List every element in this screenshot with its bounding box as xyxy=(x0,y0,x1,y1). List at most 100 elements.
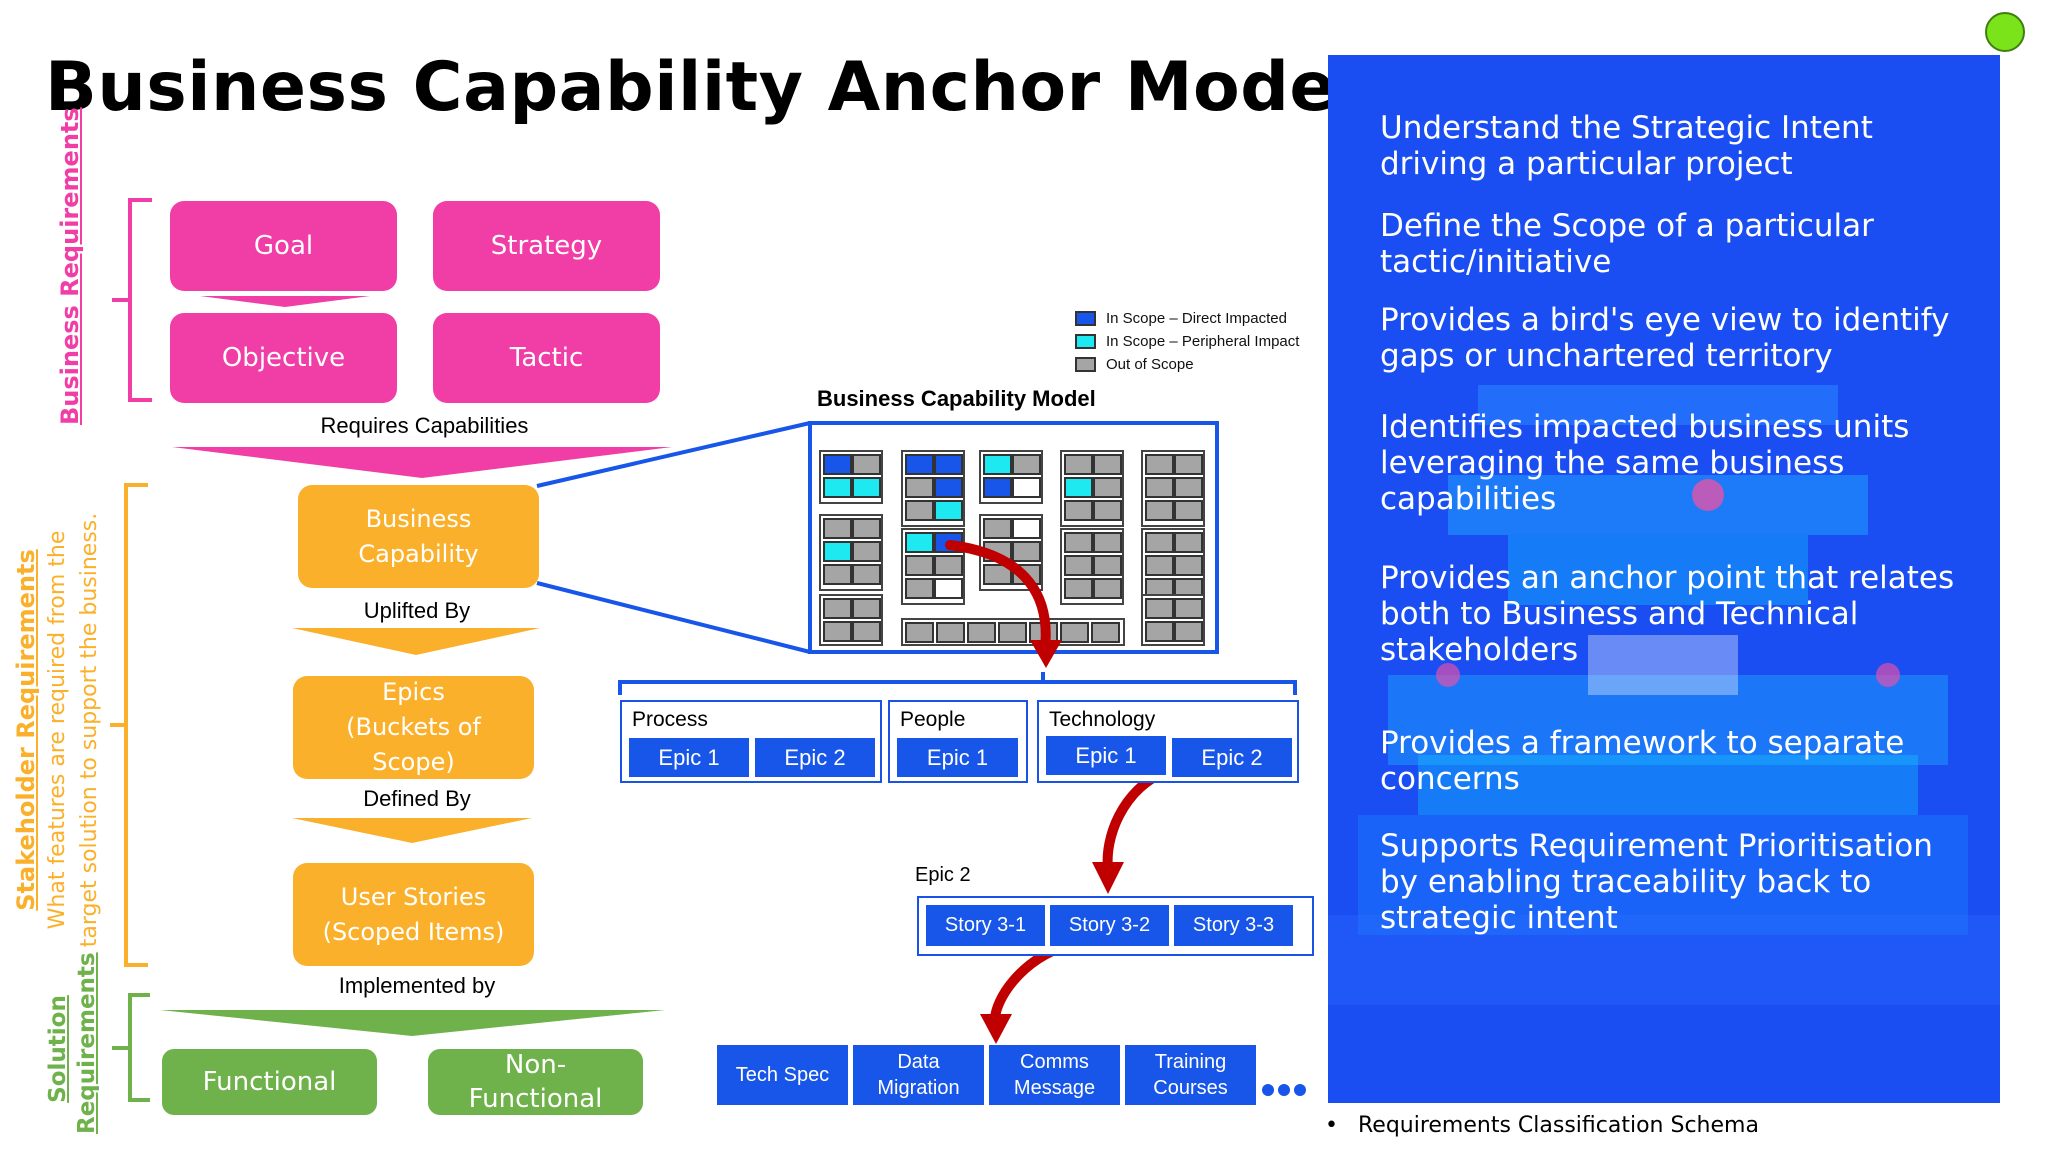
panel-item-4: Identifies impacted business units lever… xyxy=(1380,409,1910,517)
legend: In Scope – Direct Impacted In Scope – Pe… xyxy=(1075,307,1299,376)
bcm-cell xyxy=(983,454,1012,475)
bcm-cell xyxy=(1093,555,1122,576)
bcm-cell xyxy=(934,578,963,599)
more-icon xyxy=(1262,1084,1306,1096)
technology-epic-1[interactable]: Epic 1 xyxy=(1046,736,1166,775)
bcm-cell xyxy=(1012,454,1041,475)
defined-by-label: Defined By xyxy=(363,786,471,811)
panel-item-7: Supports Requirement Prioritisation by e… xyxy=(1380,828,1933,936)
footnote: •Requirements Classification Schema xyxy=(1325,1113,1759,1138)
bcm-cell xyxy=(905,500,934,521)
bcm-cell xyxy=(1145,621,1174,642)
non-functional-box: Non- Functional xyxy=(428,1049,643,1115)
bcm-cell xyxy=(1093,454,1122,475)
uplifted-arrow xyxy=(292,628,540,655)
data-migration-item[interactable]: Data Migration xyxy=(853,1045,984,1105)
bcm-cell xyxy=(1012,541,1041,562)
page-title: Business Capability Anchor Model xyxy=(45,48,1360,127)
stakeholder-desc-2: target solution to support the business. xyxy=(77,512,102,948)
process-epic-1[interactable]: Epic 1 xyxy=(629,738,749,777)
bcm-cell xyxy=(934,454,963,475)
panel-item-3: Provides a bird's eye view to identify g… xyxy=(1380,302,1950,374)
bcm-cell xyxy=(1174,500,1203,521)
tech-spec-item[interactable]: Tech Spec xyxy=(717,1045,848,1105)
zoom-line-bottom xyxy=(536,581,811,654)
bcm-cell xyxy=(1060,622,1089,643)
objective-box: Objective xyxy=(170,313,397,403)
bcm-cell xyxy=(983,564,1012,585)
bcm-cell xyxy=(905,578,934,599)
bcm-cell xyxy=(1145,477,1174,498)
bcm-cell xyxy=(852,541,881,562)
story-3-2[interactable]: Story 3-2 xyxy=(1050,905,1169,946)
technology-title: Technology xyxy=(1049,708,1156,731)
bcm-cell xyxy=(1174,598,1203,619)
bcm-cell xyxy=(852,477,881,498)
technology-epic-2[interactable]: Epic 2 xyxy=(1172,738,1292,777)
people-epic-1[interactable]: Epic 1 xyxy=(897,738,1018,777)
process-group: Process Epic 1 Epic 2 xyxy=(620,700,882,783)
solution-bracket xyxy=(112,993,150,1102)
bcm-cell xyxy=(1093,578,1122,599)
bcm-cell xyxy=(852,454,881,475)
process-title: Process xyxy=(632,708,708,731)
implemented-by-label: Implemented by xyxy=(338,973,496,998)
comms-message-item[interactable]: Comms Message xyxy=(989,1045,1120,1105)
bcm-cell xyxy=(1064,500,1093,521)
status-indicator-icon xyxy=(1985,12,2025,52)
goal-box: Goal xyxy=(170,201,397,291)
bcm-cell xyxy=(1093,532,1122,553)
bcm-cell xyxy=(934,500,963,521)
bcm-cell xyxy=(823,518,852,539)
bcm-cell xyxy=(936,622,965,643)
story-3-3[interactable]: Story 3-3 xyxy=(1174,905,1293,946)
bcm-cell xyxy=(1064,555,1093,576)
stakeholder-title: Stakeholder Requirements xyxy=(12,549,40,911)
bcm-cell xyxy=(1064,578,1093,599)
legend-swatch-out xyxy=(1075,357,1096,372)
epic2-label: Epic 2 xyxy=(915,864,971,886)
bcm-cell xyxy=(1093,477,1122,498)
bcm-cell xyxy=(1012,518,1041,539)
bcm-cell xyxy=(1091,622,1120,643)
story-3-1[interactable]: Story 3-1 xyxy=(926,905,1045,946)
legend-swatch-peripheral xyxy=(1075,334,1096,349)
bcm-grid xyxy=(819,450,1205,646)
panel-item-6: Provides a framework to separate concern… xyxy=(1380,725,1905,797)
stakeholder-bracket xyxy=(110,483,148,967)
legend-swatch-direct xyxy=(1075,311,1096,326)
defined-arrow xyxy=(292,818,532,843)
bcm-cell xyxy=(905,532,934,553)
bcm-cell xyxy=(1145,500,1174,521)
epic2-group: Story 3-1 Story 3-2 Story 3-3 xyxy=(917,896,1314,956)
bcm-title: Business Capability Model xyxy=(817,386,1096,411)
bcm-cell xyxy=(823,454,852,475)
bcm-cell xyxy=(1064,477,1093,498)
bcm-cell xyxy=(823,564,852,585)
bcm-groups-bracket xyxy=(618,672,1297,695)
legend-peripheral: In Scope – Peripheral Impact xyxy=(1075,330,1299,353)
bcm-cell xyxy=(1064,454,1093,475)
bcm-cell xyxy=(1174,477,1203,498)
requires-arrow xyxy=(172,447,672,478)
bcm-cell xyxy=(1012,564,1041,585)
process-epic-2[interactable]: Epic 2 xyxy=(755,738,875,777)
bcm-cell xyxy=(934,532,963,553)
training-courses-item[interactable]: Training Courses xyxy=(1125,1045,1256,1105)
tactic-box: Tactic xyxy=(433,313,660,403)
epics-box: Epics (Buckets of Scope) xyxy=(293,676,534,779)
bcm-cell xyxy=(905,477,934,498)
implemented-arrow xyxy=(160,1010,665,1036)
bcm-cell xyxy=(823,541,852,562)
business-requirements-label: Business Requirements xyxy=(56,107,84,425)
bcm-cell xyxy=(905,555,934,576)
bcm-cell xyxy=(983,541,1012,562)
bcm-cell xyxy=(983,477,1012,498)
panel-item-5: Provides an anchor point that relates bo… xyxy=(1380,560,1955,668)
technology-group: Technology Epic 1 Epic 2 xyxy=(1037,700,1299,783)
functional-box: Functional xyxy=(162,1049,377,1115)
bcm-cell xyxy=(983,518,1012,539)
stakeholder-requirements-label: Stakeholder Requirements What features a… xyxy=(10,500,110,960)
solution-requirements-label: Solution Requirements xyxy=(45,952,100,1134)
bcm-cell xyxy=(934,555,963,576)
